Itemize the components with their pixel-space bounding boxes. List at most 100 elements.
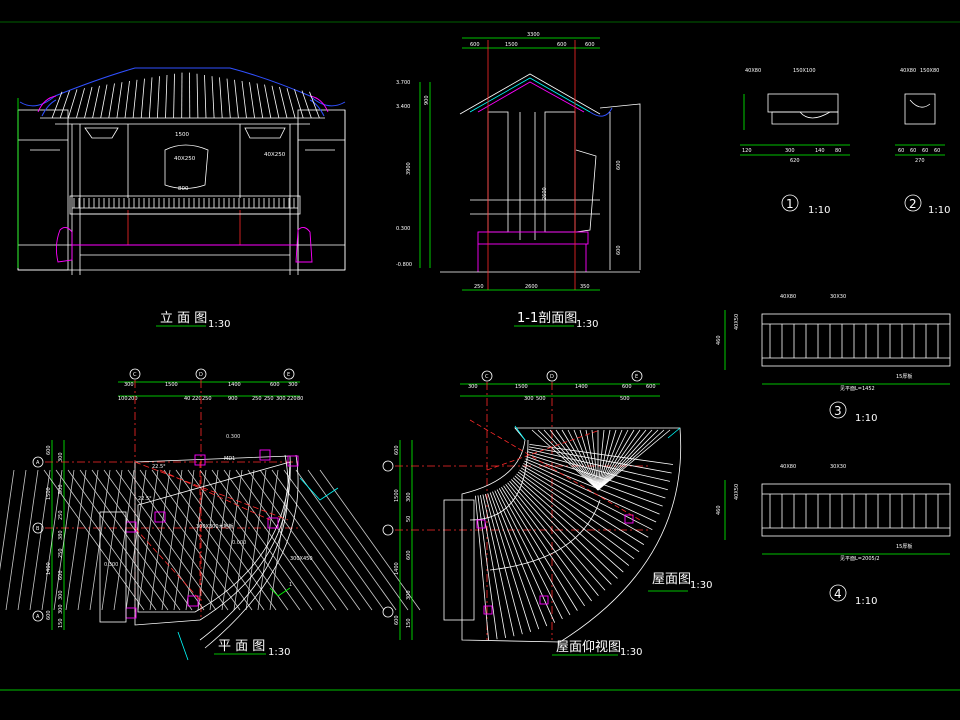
sec-vdim-600a: 600 bbox=[616, 160, 622, 170]
elev-label-800: 800 bbox=[178, 186, 189, 192]
detail1-label-1: 40X80 bbox=[745, 68, 761, 74]
detail2-dim-d: 60 bbox=[934, 148, 940, 154]
detail4-scale: 1:10 bbox=[855, 596, 877, 607]
detail3-note: 见平面L=1452 bbox=[840, 386, 875, 392]
detail1-dim-620: 620 bbox=[790, 158, 800, 164]
roof-axis-row-2 bbox=[382, 524, 394, 536]
elevation-drawing: 1500 40X250 800 40X250 bbox=[17, 67, 346, 275]
plan-axis-e bbox=[283, 368, 295, 380]
plan-column-5 bbox=[154, 511, 166, 523]
detail1-marker bbox=[781, 194, 799, 212]
roof-ldim2-300b: 300 bbox=[406, 590, 412, 600]
roof-column-1 bbox=[476, 519, 486, 529]
sec-bottom-2600: 2600 bbox=[525, 284, 538, 290]
sec-dim-1500: 1500 bbox=[505, 42, 518, 48]
plan-ldim2-250b: 250 bbox=[58, 548, 64, 558]
roof-ldim-600b: 600 bbox=[394, 615, 400, 625]
detail2-scale: 1:10 bbox=[928, 205, 950, 216]
detail1-dim-140: 140 bbox=[815, 148, 825, 154]
section-title: 1-1剖面图 bbox=[517, 311, 577, 326]
detail3-label-2: 30X30 bbox=[830, 294, 846, 300]
detail1-label-2: 150X100 bbox=[793, 68, 816, 74]
roof-axis-d-label: D bbox=[550, 374, 554, 380]
plan-ldim2-300c: 300 bbox=[58, 604, 64, 614]
plan-column-7 bbox=[187, 595, 199, 607]
roof-column-3 bbox=[624, 514, 634, 524]
roof-ceiling-scale: 1:30 bbox=[620, 647, 642, 658]
sec-level-1: 3.700 bbox=[396, 80, 410, 86]
roof-tdim-600a: 600 bbox=[622, 384, 632, 390]
roof-axis-row-1 bbox=[382, 460, 394, 472]
plan-section-mark: 1 bbox=[289, 582, 292, 588]
detail-3-drawing: 40X80 30X30 15厚板 见平面L=1452 460 40X50 bbox=[716, 294, 951, 392]
plan-tdim2-80: 80 bbox=[297, 396, 303, 402]
plan-tdim2-100: 100 bbox=[118, 396, 128, 402]
roof-ldim2-600: 600 bbox=[406, 550, 412, 560]
plan-tdim-1400: 1400 bbox=[228, 382, 241, 388]
sec-level-2: 3.400 bbox=[396, 104, 410, 110]
roof-tdim2-300: 300 bbox=[524, 396, 534, 402]
sec-dim-600b: 600 bbox=[557, 42, 567, 48]
plan-column-2 bbox=[259, 449, 271, 461]
plan-tdim2-250c: 250 bbox=[264, 396, 274, 402]
detail2-number: 2 bbox=[909, 197, 917, 211]
detail3-number: 3 bbox=[834, 404, 842, 418]
plan-tdim2-250a: 250 bbox=[202, 396, 212, 402]
roof-axis-e bbox=[631, 370, 643, 382]
detail3-dim-460: 460 bbox=[716, 335, 722, 345]
detail3-label-1: 40X80 bbox=[780, 294, 796, 300]
detail4-dim-40x50: 40X50 bbox=[734, 484, 740, 500]
section-scale: 1:30 bbox=[576, 319, 598, 330]
elevation-scale: 1:30 bbox=[208, 319, 230, 330]
plan-level-2: 0.000 bbox=[232, 540, 246, 546]
plan-note-300x450: 300X450 bbox=[290, 556, 313, 562]
plan-axis-b bbox=[32, 522, 44, 534]
plan-axis-e-label: E bbox=[287, 372, 290, 378]
detail3-label-3: 15厚板 bbox=[896, 373, 912, 380]
roof-axis-c bbox=[481, 370, 493, 382]
plan-tdim2-900: 900 bbox=[228, 396, 238, 402]
sec-level-4: -0.800 bbox=[396, 262, 412, 268]
plan-ldim2-500: 500 bbox=[58, 484, 64, 494]
plan-title: 平 面 图 bbox=[218, 639, 265, 654]
detail2-marker bbox=[904, 194, 922, 212]
detail2-label-2: 150X80 bbox=[920, 68, 939, 74]
detail-1-drawing: 40X80 150X100 120 300 140 80 620 bbox=[740, 68, 850, 164]
sec-dim-600a: 600 bbox=[470, 42, 480, 48]
plan-scale: 1:30 bbox=[268, 647, 290, 658]
detail1-dim-300: 300 bbox=[785, 148, 795, 154]
plan-tdim-1500: 1500 bbox=[165, 382, 178, 388]
plan-axis-c-label: C bbox=[133, 372, 137, 378]
plan-tdim2-220b: 220 bbox=[287, 396, 297, 402]
elev-label-1500: 1500 bbox=[175, 132, 189, 138]
plan-ldim2-150: 150 bbox=[58, 618, 64, 628]
plan-axis-a-top-label: A bbox=[36, 460, 40, 466]
plan-note-floor: 300X300木地板 bbox=[196, 523, 234, 530]
detail1-scale: 1:10 bbox=[808, 205, 830, 216]
detail3-scale: 1:10 bbox=[855, 413, 877, 424]
plan-tdim-300a: 300 bbox=[124, 382, 134, 388]
detail2-label-1: 40X80 bbox=[900, 68, 916, 74]
detail-2-drawing: 40X80 150X80 60 60 60 60 270 bbox=[895, 68, 945, 164]
roof-tdim-1400: 1400 bbox=[575, 384, 588, 390]
sec-vdim-600b: 600 bbox=[616, 245, 622, 255]
detail2-dim-270: 270 bbox=[915, 158, 925, 164]
plan-ldim2-300b: 300 bbox=[58, 590, 64, 600]
detail2-dim-b: 60 bbox=[910, 148, 916, 154]
plan-level-1: 0.300 bbox=[226, 434, 240, 440]
plan-tdim2-40: 40 bbox=[184, 396, 190, 402]
detail4-label-3: 15厚板 bbox=[896, 543, 912, 550]
plan-ldim2-380: 380 bbox=[58, 530, 64, 540]
plan-tdim2-250b: 250 bbox=[252, 396, 262, 402]
plan-tdim2-200: 200 bbox=[128, 396, 138, 402]
plan-tdim-600: 600 bbox=[270, 382, 280, 388]
roof-ldim2-150: 150 bbox=[406, 618, 412, 628]
plan-axis-a-top bbox=[32, 456, 44, 468]
sec-dim-3300: 3300 bbox=[527, 32, 540, 38]
detail4-dim-460: 460 bbox=[716, 505, 722, 515]
detail4-note: 见平面L=2005/2 bbox=[840, 556, 880, 562]
plan-ldim-1500: 1500 bbox=[46, 487, 52, 500]
roof-plan-scale: 1:30 bbox=[690, 580, 712, 591]
plan-note-angle2: 22.5° bbox=[138, 496, 152, 502]
